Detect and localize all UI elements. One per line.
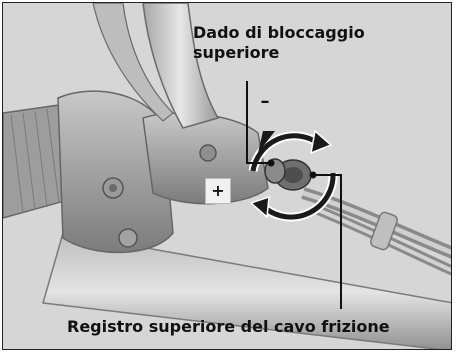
handlebar (42, 232, 451, 349)
lock-nut-label: Dado di bloccaggio superiore (193, 23, 433, 63)
lock-nut-label-line1: Dado di bloccaggio (193, 23, 365, 42)
plus-sign: + (205, 178, 231, 204)
minus-sign: – (260, 91, 270, 112)
clutch-lever (142, 3, 220, 129)
leader-lines (246, 81, 342, 309)
illustration-frame: Dado di bloccaggio superiore – + Registr… (2, 2, 452, 350)
clockwise-arrow-icon (249, 172, 338, 222)
adjuster-label: Registro superiore del cavo frizione (67, 317, 390, 336)
counterclockwise-arrow-icon (248, 129, 333, 172)
adjuster-assembly (264, 158, 312, 191)
handlebar-illustration (3, 3, 451, 349)
lock-nut-label-line2: superiore (193, 43, 280, 62)
